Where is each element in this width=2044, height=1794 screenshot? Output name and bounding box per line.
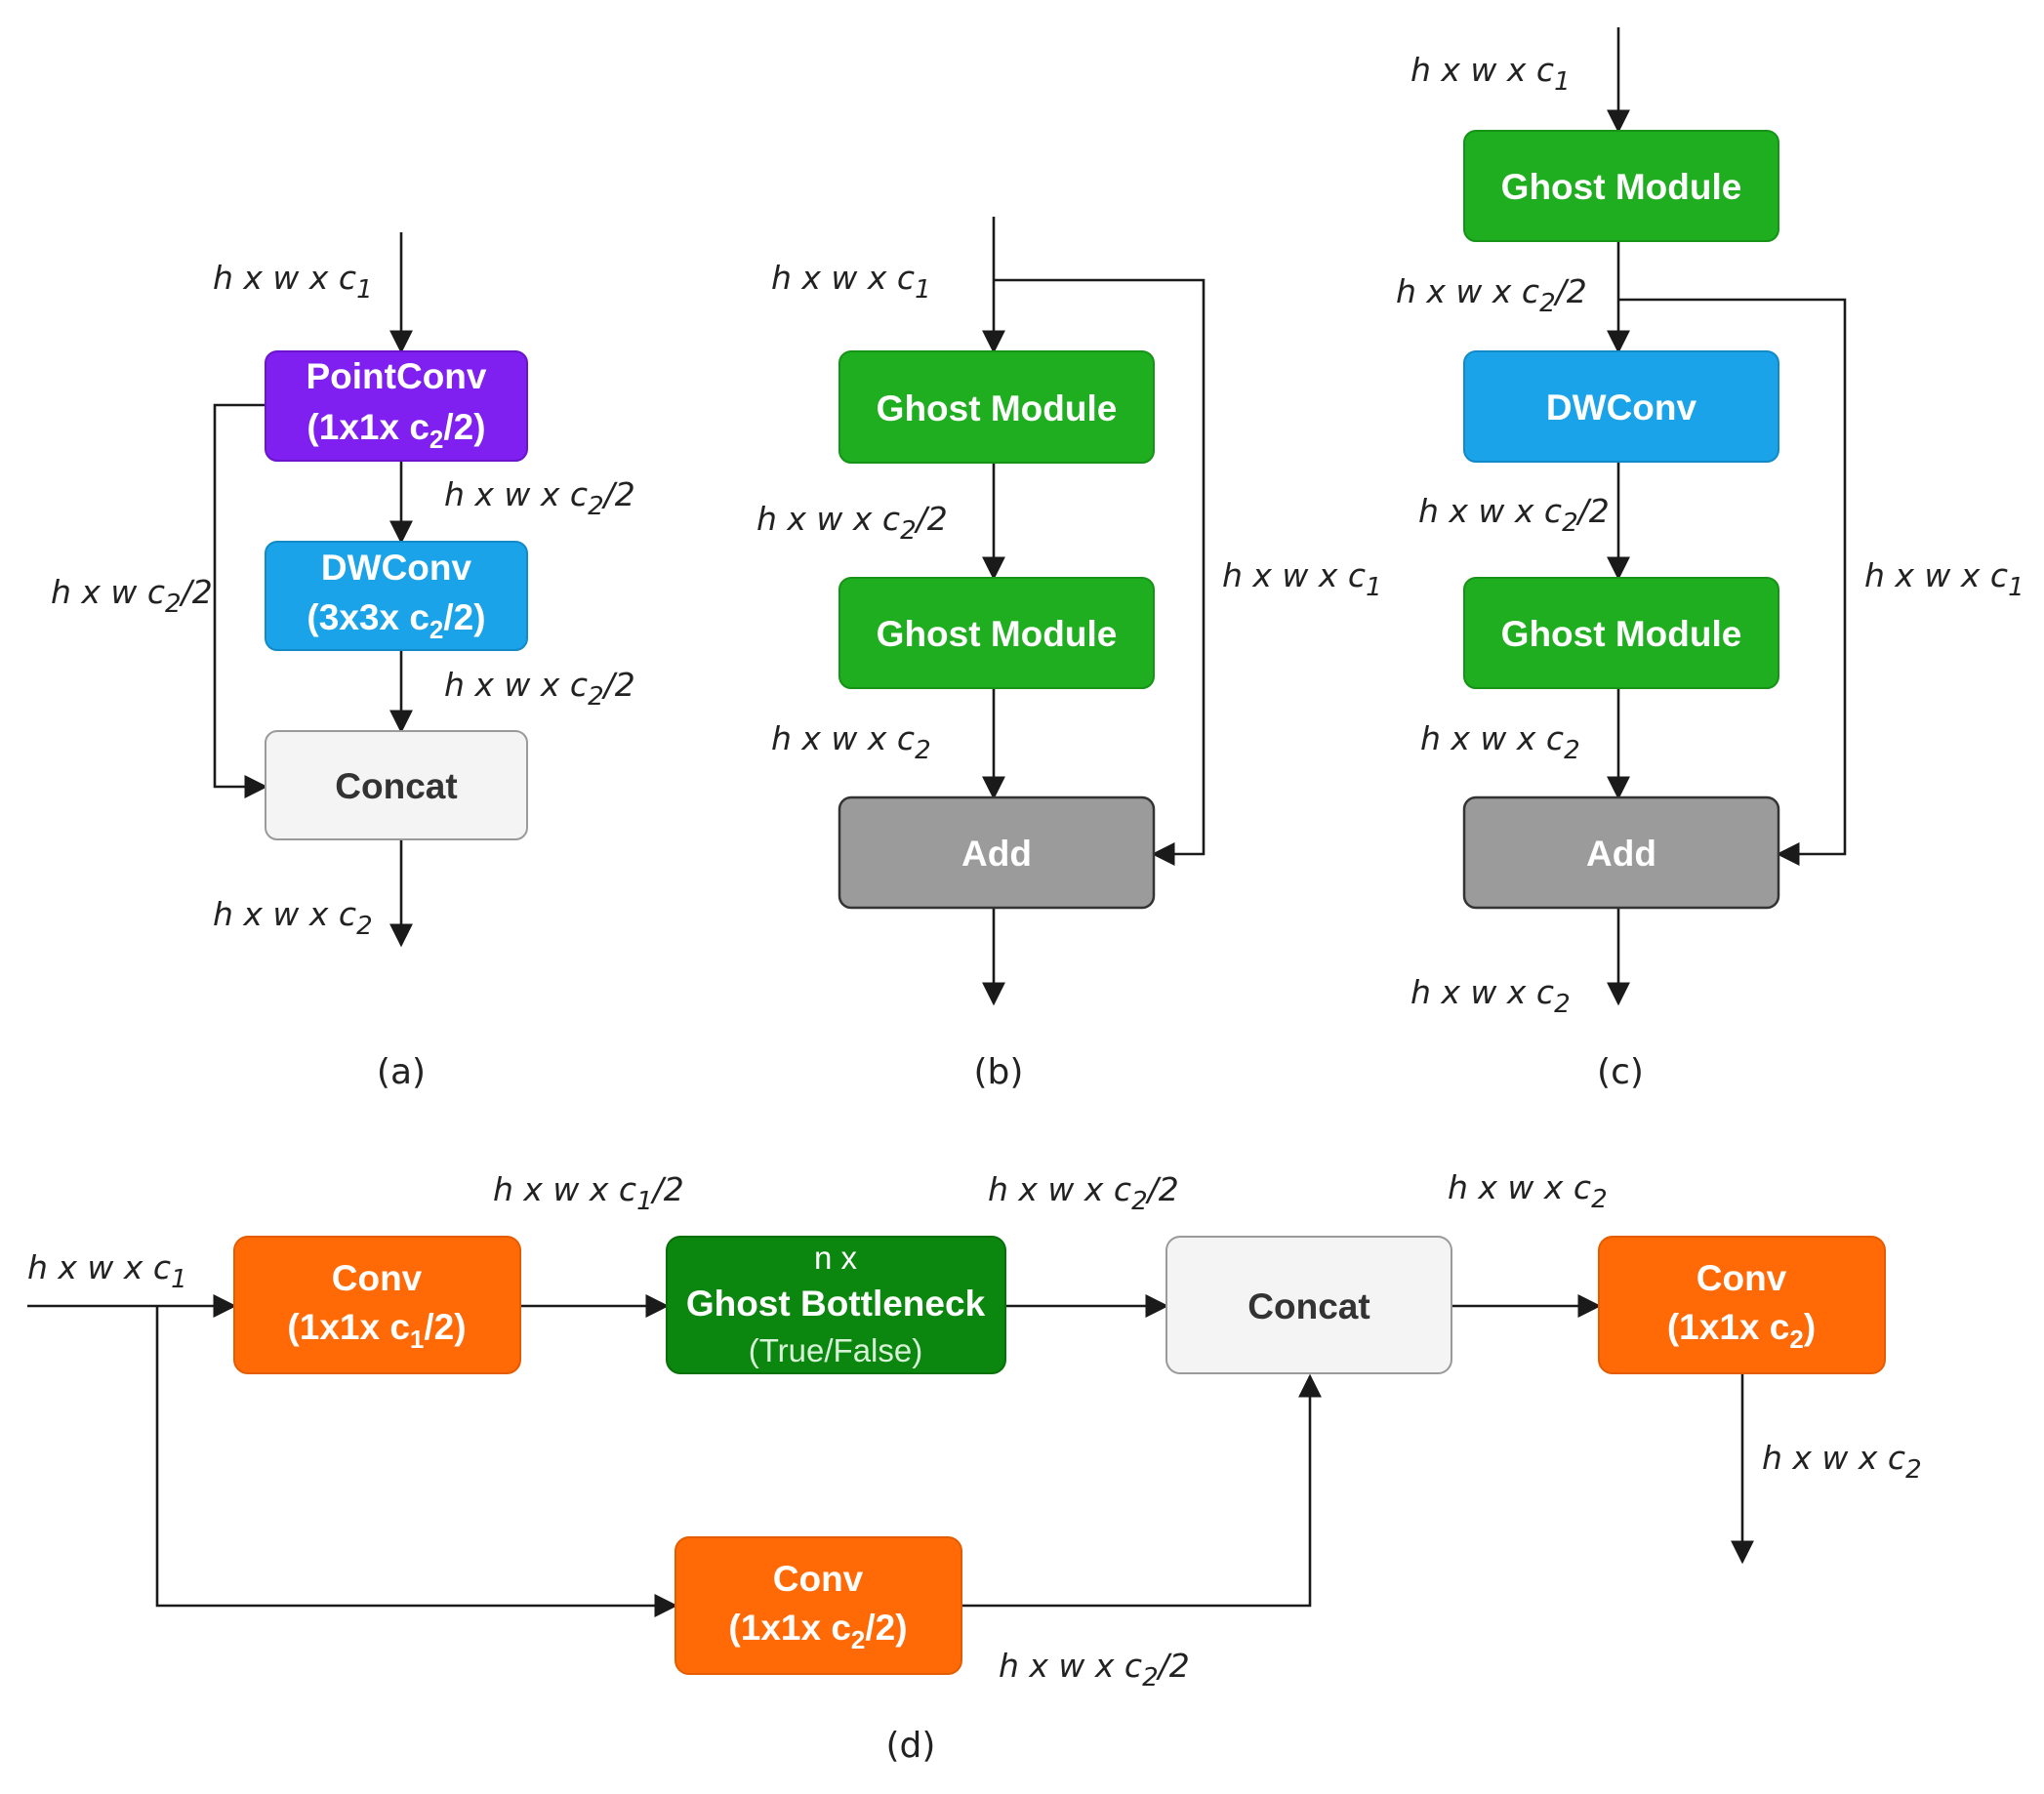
dim-b-input: h x w x c1	[771, 259, 931, 305]
dim-a-after-pointconv: h x w x c2/2	[444, 475, 635, 521]
bottleneck-label: Ghost Bottleneck	[686, 1284, 986, 1324]
add-node-c: Add	[1462, 795, 1780, 910]
ghost-module-c2: Ghost Module	[1463, 577, 1779, 689]
conv1-label: Conv	[332, 1258, 423, 1298]
dim-d-after-concat: h x w x c2	[1448, 1168, 1608, 1214]
ghost-c1-label: Ghost Module	[1501, 167, 1742, 207]
dim-c-input: h x w x c1	[1410, 51, 1571, 97]
panel-b: Ghost Module Ghost Module Add h x w x c1…	[756, 217, 1382, 1092]
ghost-module-c1: Ghost Module	[1463, 130, 1779, 242]
caption-b: (b)	[974, 1052, 1024, 1092]
dim-d-input: h x w x c1	[27, 1248, 187, 1294]
wire-c-skip	[1618, 298, 1847, 866]
bottleneck-suffix: (True/False)	[749, 1332, 922, 1368]
pointconv-detail: (1x1x c2/2)	[307, 407, 485, 454]
add-node-b: Add	[838, 795, 1156, 910]
conv1-detail: (1x1x c1/2)	[287, 1307, 466, 1354]
dwconv-node-a: DWConv (3x3x c2/2)	[265, 541, 528, 651]
dim-d-after-conv2: h x w x c2/2	[999, 1647, 1190, 1692]
dim-c-skip: h x w x c1	[1864, 556, 2024, 602]
concat-node-a: Concat	[265, 730, 528, 840]
add-b-label: Add	[961, 834, 1032, 874]
wire-d-branch	[155, 1306, 678, 1617]
dim-a-input: h x w x c1	[213, 259, 373, 305]
panel-d: Conv (1x1x c1/2) n x Ghost Bottleneck (T…	[27, 1168, 1922, 1766]
dim-c-output: h x w x c2	[1410, 973, 1571, 1019]
conv-out-detail: (1x1x c2)	[1667, 1307, 1816, 1354]
panel-a: PointConv (1x1x c2/2) DWConv (3x3x c2/2)…	[51, 232, 635, 1092]
dwconv-a-detail: (3x3x c2/2)	[307, 597, 485, 644]
dim-a-output: h x w x c2	[213, 895, 373, 941]
dim-b-mid: h x w x c2/2	[756, 500, 948, 546]
ghost-b2-label: Ghost Module	[877, 614, 1118, 654]
dwconv-c-label: DWConv	[1546, 387, 1697, 428]
dim-a-after-dwconv: h x w x c2/2	[444, 666, 635, 712]
wire-d-conv2-to-concat	[961, 1373, 1322, 1608]
dim-c-after-ghost2: h x w x c2	[1420, 719, 1580, 765]
ghost-c2-label: Ghost Module	[1501, 614, 1742, 654]
ghost-b1-label: Ghost Module	[877, 388, 1118, 428]
bottleneck-prefix: n x	[814, 1240, 858, 1276]
conv2-label: Conv	[773, 1559, 864, 1599]
dim-a-skip: h x w c2/2	[51, 573, 213, 619]
pointconv-label: PointConv	[307, 356, 487, 396]
concat-d-label: Concat	[1247, 1286, 1369, 1326]
wire-b-skip	[994, 278, 1206, 866]
ghost-module-b2: Ghost Module	[838, 577, 1155, 689]
conv-out-label: Conv	[1697, 1258, 1787, 1298]
concat-node-d: Concat	[1165, 1236, 1452, 1374]
conv2-detail: (1x1x c2/2)	[728, 1608, 907, 1654]
ghost-module-b1: Ghost Module	[838, 350, 1155, 464]
dim-c-after-dwconv: h x w x c2/2	[1418, 492, 1610, 538]
add-c-label: Add	[1586, 834, 1656, 874]
caption-c: (c)	[1597, 1052, 1644, 1092]
dim-b-after-ghost2: h x w x c2	[771, 719, 931, 765]
pointconv-node: PointConv (1x1x c2/2)	[265, 350, 528, 462]
panel-c: Ghost Module DWConv Ghost Module Add h x…	[1396, 27, 2024, 1092]
dwconv-node-c: DWConv	[1463, 350, 1779, 463]
dim-b-skip: h x w x c1	[1222, 556, 1382, 602]
caption-d: (d)	[886, 1726, 936, 1766]
dim-d-after-conv1: h x w x c1/2	[493, 1170, 684, 1216]
conv2-node: Conv (1x1x c2/2)	[675, 1536, 962, 1675]
wire-a-skip	[213, 403, 268, 798]
conv1-node: Conv (1x1x c1/2)	[233, 1236, 521, 1374]
concat-a-label: Concat	[335, 766, 457, 806]
dim-d-output: h x w x c2	[1762, 1439, 1922, 1485]
conv-out-node: Conv (1x1x c2)	[1598, 1236, 1886, 1374]
dim-d-after-bottleneck: h x w x c2/2	[988, 1170, 1179, 1216]
dwconv-a-label: DWConv	[321, 548, 472, 588]
dim-c-after-ghost1: h x w x c2/2	[1396, 272, 1587, 318]
caption-a: (a)	[377, 1052, 426, 1092]
ghost-bottleneck-node: n x Ghost Bottleneck (True/False)	[666, 1236, 1006, 1374]
